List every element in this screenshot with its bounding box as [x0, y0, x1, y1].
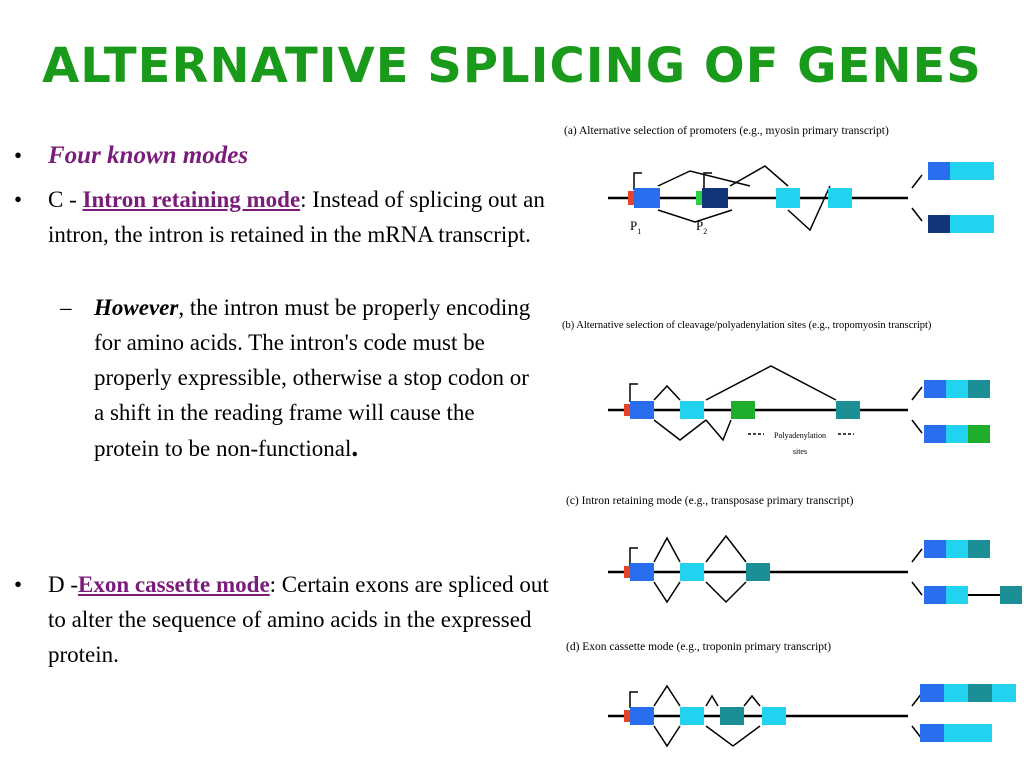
mrna-block: [950, 162, 972, 180]
splicing-modes-diagram: (a) Alternative selection of promoters (…: [562, 125, 1022, 748]
mrna-block: [920, 684, 944, 702]
emphasis-however: However: [94, 295, 179, 320]
promoter-mark: [624, 404, 630, 416]
sub-bullet-marker: –: [60, 295, 72, 320]
exon-block: [762, 707, 786, 725]
polyadenylation-label-line1: Polyadenylation: [774, 431, 826, 440]
mrna-block: [924, 425, 946, 443]
exon-block: [680, 707, 704, 725]
mrna-block: [968, 380, 990, 398]
bullet-marker: •: [14, 143, 23, 168]
term-exon-cassette-mode[interactable]: Exon cassette mode: [78, 572, 270, 597]
text-column: • Four known modes • C - Intron retainin…: [14, 142, 553, 672]
mrna-block: [946, 540, 968, 558]
panel-d-caption: (d) Exon cassette mode (e.g., troponin p…: [566, 641, 831, 653]
mrna-block: [946, 425, 968, 443]
sub-bullet-period: .: [351, 432, 359, 462]
promoter-p1-label: P1: [630, 218, 641, 236]
exon-block: [630, 401, 654, 419]
term-intron-retaining-mode[interactable]: Intron retaining mode: [82, 187, 301, 212]
mrna-block: [924, 380, 946, 398]
bullet-body: C - Intron retaining mode: Instead of sp…: [48, 182, 553, 252]
polyadenylation-label-line2: sites: [793, 447, 807, 456]
mrna-block: [946, 586, 968, 604]
panel-d-diagram: [608, 684, 923, 748]
mrna-block: [968, 684, 992, 702]
slide-title: Alternative Splicing of Genes: [42, 38, 982, 94]
exon-block: [776, 188, 800, 208]
mrna-block: [944, 724, 968, 742]
exon-block: [634, 188, 660, 208]
mrna-block: [968, 540, 990, 558]
mrna-block: [944, 684, 968, 702]
mrna-block: [920, 724, 944, 742]
bullet-prefix: D -: [48, 572, 79, 597]
panel-c-caption: (c) Intron retaining mode (e.g., transpo…: [566, 495, 854, 507]
mrna-block: [946, 380, 968, 398]
bullet-text: Four known modes: [48, 142, 249, 169]
exon-block: [702, 188, 728, 208]
exon-block: [630, 707, 654, 725]
exon-block: [836, 401, 860, 419]
bullet-text: : Certain exons are spliced out to alter…: [48, 572, 549, 667]
panel-a-caption: (a) Alternative selection of promoters (…: [564, 125, 889, 137]
panel-b-caption: (b) Alternative selection of cleavage/po…: [562, 320, 932, 331]
exon-block: [731, 401, 755, 419]
exon-block: [630, 563, 654, 581]
mrna-block: [972, 215, 994, 233]
bullet-marker: •: [14, 187, 23, 212]
promoter-mark-p2: [696, 191, 702, 205]
bullet-marker: •: [14, 572, 23, 597]
exon-block: [680, 563, 704, 581]
mrna-block: [924, 540, 946, 558]
bullet-prefix: C -: [48, 187, 83, 212]
mrna-block: [1000, 586, 1022, 604]
sub-bullet-text: , the intron must be properly encoding f…: [94, 295, 531, 461]
promoter-mark: [624, 710, 630, 722]
bullet-text: : Instead of splicing out an intron, the…: [48, 187, 545, 247]
exon-block: [680, 401, 704, 419]
mrna-block: [968, 724, 992, 742]
panel-b-diagram: [608, 365, 923, 442]
mrna-block: [928, 215, 950, 233]
promoter-mark-p1: [628, 191, 634, 205]
exon-block: [746, 563, 770, 581]
mrna-block: [992, 684, 1016, 702]
mrna-block: [968, 425, 990, 443]
exon-block: [720, 707, 744, 725]
sub-bullet-body: However, the intron must be properly enc…: [94, 290, 544, 466]
bullet-body: D -Exon cassette mode: Certain exons are…: [48, 567, 553, 672]
exon-block: [828, 188, 852, 208]
mrna-block: [972, 162, 994, 180]
promoter-p2-label: P2: [696, 218, 707, 236]
mrna-block: [950, 215, 972, 233]
promoter-mark: [624, 566, 630, 578]
mrna-block: [928, 162, 950, 180]
mrna-block: [924, 586, 946, 604]
